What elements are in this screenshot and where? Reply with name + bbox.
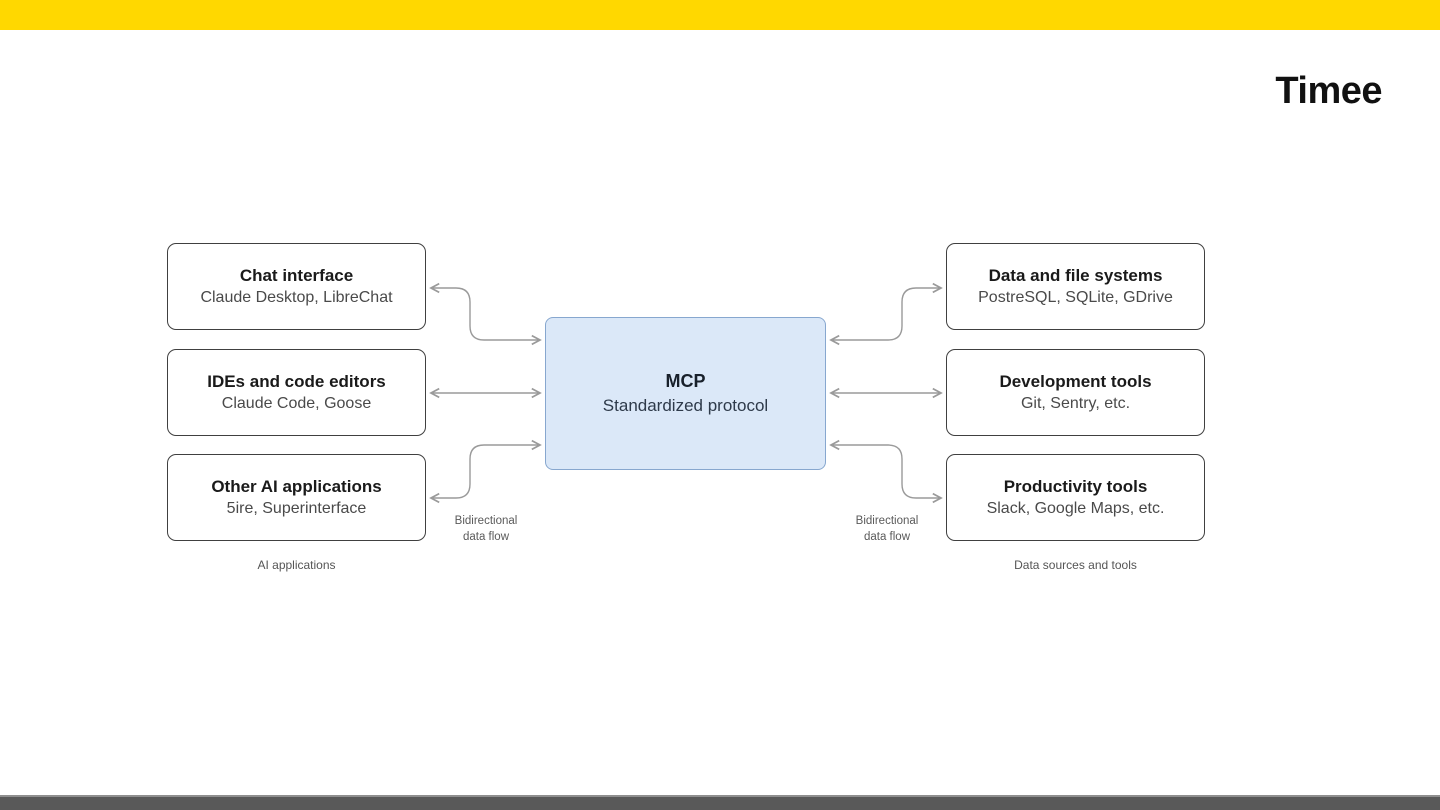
node-subtitle: Git, Sentry, etc. bbox=[1020, 395, 1131, 412]
node-ides-code-editors: IDEs and code editors Claude Code, Goose bbox=[167, 349, 426, 436]
node-title: Development tools bbox=[999, 372, 1152, 391]
brand-logo: Timee bbox=[1275, 70, 1382, 112]
node-title: Data and file systems bbox=[988, 266, 1163, 285]
flow-label-line: Bidirectional bbox=[855, 515, 919, 527]
flow-label-line: Bidirectional bbox=[454, 515, 518, 527]
node-development-tools: Development tools Git, Sentry, etc. bbox=[946, 349, 1205, 436]
footer-bar bbox=[0, 795, 1440, 810]
node-other-ai-applications: Other AI applications 5ire, Superinterfa… bbox=[167, 454, 426, 541]
node-title: Other AI applications bbox=[211, 477, 382, 496]
node-subtitle: Claude Code, Goose bbox=[221, 395, 372, 412]
node-data-file-systems: Data and file systems PostreSQL, SQLite,… bbox=[946, 243, 1205, 330]
brand-accent-bar bbox=[0, 0, 1440, 30]
flow-label-line: data flow bbox=[863, 531, 911, 543]
caption-ai-applications: AI applications bbox=[257, 558, 336, 572]
arrow-chat-to-mcp bbox=[429, 282, 542, 346]
node-subtitle: 5ire, Superinterface bbox=[226, 500, 367, 517]
node-title: Productivity tools bbox=[1003, 477, 1148, 496]
caption-data-sources-tools: Data sources and tools bbox=[1014, 558, 1137, 572]
node-chat-interface: Chat interface Claude Desktop, LibreChat bbox=[167, 243, 426, 330]
node-subtitle: PostreSQL, SQLite, GDrive bbox=[978, 289, 1173, 306]
flow-label-line: data flow bbox=[462, 531, 510, 543]
node-mcp: MCP Standardized protocol bbox=[545, 317, 826, 470]
arrow-otherai-to-mcp bbox=[429, 439, 542, 504]
node-subtitle: Claude Desktop, LibreChat bbox=[200, 289, 393, 306]
node-title: IDEs and code editors bbox=[207, 372, 386, 391]
node-subtitle: Standardized protocol bbox=[602, 396, 769, 415]
node-subtitle: Slack, Google Maps, etc. bbox=[986, 500, 1165, 517]
flow-label-right: Bidirectional data flow bbox=[827, 513, 947, 545]
node-title: MCP bbox=[665, 371, 706, 391]
arrow-mcp-to-data bbox=[829, 282, 943, 346]
arrow-mcp-to-productivity bbox=[829, 439, 943, 504]
flow-label-left: Bidirectional data flow bbox=[426, 513, 546, 545]
node-title: Chat interface bbox=[239, 266, 354, 285]
node-productivity-tools: Productivity tools Slack, Google Maps, e… bbox=[946, 454, 1205, 541]
